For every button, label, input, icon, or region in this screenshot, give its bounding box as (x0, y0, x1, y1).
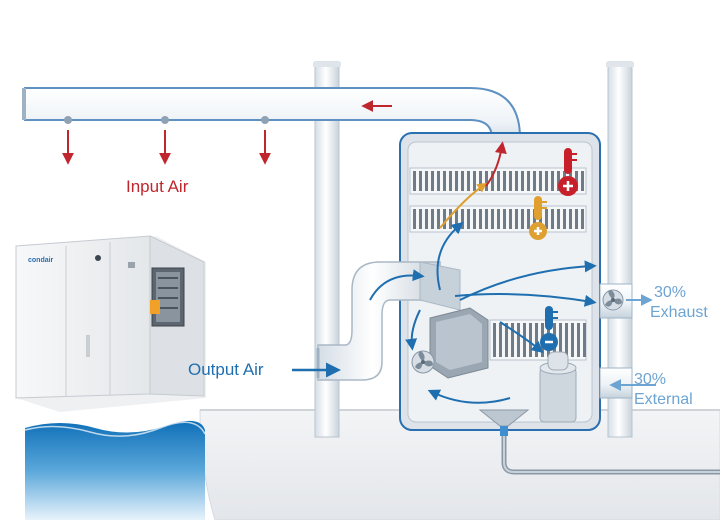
grille-slat (565, 323, 568, 357)
grille-slat (425, 209, 428, 229)
grille-slat (503, 209, 506, 229)
grille-slat (569, 209, 572, 229)
grille-slat (437, 209, 440, 229)
exhaust-percent-label: 30% (654, 284, 687, 301)
exhaust-label: Exhaust (650, 304, 708, 321)
grille-slat (503, 171, 506, 191)
product-side-coil (150, 267, 185, 327)
grille-slat (551, 171, 554, 191)
output-air-label: Output Air (188, 360, 264, 379)
grille-slat (527, 209, 530, 229)
grille-slat (533, 209, 536, 229)
input-air-label: Input Air (126, 177, 189, 196)
grille-slat (491, 209, 494, 229)
grille-slat (499, 323, 502, 357)
grille-slat (419, 171, 422, 191)
grille-slat (467, 171, 470, 191)
grille-slat (425, 171, 428, 191)
heat-exchanger-middle (409, 205, 587, 233)
grille-slat (551, 209, 554, 229)
grille-slat (559, 323, 562, 357)
grille-slat (455, 209, 458, 229)
grille-slat (443, 209, 446, 229)
grille-slat (511, 323, 514, 357)
grille-slat (575, 209, 578, 229)
grille-slat (485, 209, 488, 229)
grille-slat (449, 209, 452, 229)
grille-slat (455, 171, 458, 191)
grille-slat (545, 209, 548, 229)
grille-slat (431, 171, 434, 191)
heat-exchanger-upper (409, 167, 587, 195)
grille-slat (563, 209, 566, 229)
exhaust-external-arrows (609, 294, 656, 391)
grille-slat (413, 209, 416, 229)
grille-slat (413, 171, 416, 191)
grille-slat (431, 209, 434, 229)
grille-slat (437, 171, 440, 191)
grille-slat (529, 323, 532, 357)
funnel-drain-icon (478, 409, 720, 475)
grille-slat (473, 209, 476, 229)
grille-slat (485, 171, 488, 191)
grille-slat (461, 209, 464, 229)
grille-slat (505, 323, 508, 357)
fan-icon (411, 350, 435, 374)
grille-slat (521, 209, 524, 229)
grille-slat (509, 209, 512, 229)
grille-slat (515, 171, 518, 191)
grille-slat (557, 209, 560, 229)
grille-slat (545, 171, 548, 191)
grille-slat (479, 209, 482, 229)
grille-slat (533, 171, 536, 191)
grille-slat (523, 323, 526, 357)
output-air-duct (316, 261, 461, 381)
brand-logo: condair (28, 257, 54, 264)
grille-slat (497, 171, 500, 191)
grille-slat (473, 171, 476, 191)
external-percent-label: 30% (634, 371, 667, 388)
grille-slat (521, 171, 524, 191)
grille-slat (517, 323, 520, 357)
grille-slat (497, 209, 500, 229)
filter-block (429, 307, 489, 379)
input-air-arrows (62, 100, 392, 165)
grille-slat (419, 209, 422, 229)
grille-slat (479, 171, 482, 191)
grille-slat (491, 171, 494, 191)
grille-slat (583, 323, 586, 357)
grille-slat (577, 323, 580, 357)
fan-icon (602, 289, 624, 311)
water (24, 420, 206, 520)
grille-slat (449, 171, 452, 191)
grille-slat (539, 171, 542, 191)
grille-slat (493, 323, 496, 357)
grille-slat (581, 171, 584, 191)
external-label: External (634, 391, 693, 408)
grille-slat (535, 323, 538, 357)
grille-slat (509, 171, 512, 191)
product-unit (15, 235, 206, 412)
thermometer-plus-icon (558, 148, 578, 196)
grille-slat (443, 171, 446, 191)
water-tank (539, 351, 577, 423)
grille-slat (515, 209, 518, 229)
grille-slat (557, 171, 560, 191)
grille-slat (467, 209, 470, 229)
grille-slat (461, 171, 464, 191)
grille-slat (581, 209, 584, 229)
external-pipe (599, 367, 633, 399)
internal-air-flow (369, 141, 597, 404)
grille-slat (527, 171, 530, 191)
grille-slat (571, 323, 574, 357)
thermometer-minus-icon (540, 306, 558, 351)
thermometer-plus-icon (529, 196, 547, 240)
